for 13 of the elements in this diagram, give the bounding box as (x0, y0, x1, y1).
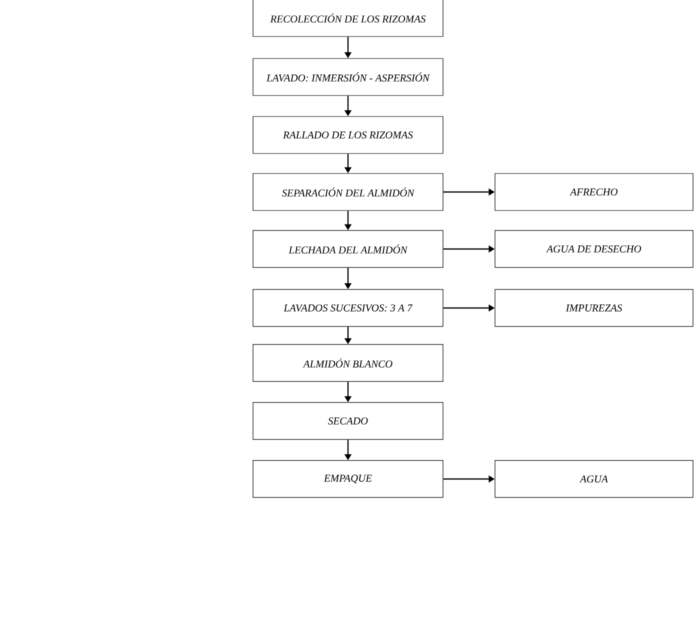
process-box: SEPARACIÓN DEL ALMIDÓN (252, 173, 444, 211)
output-box: IMPUREZAS (494, 289, 694, 327)
process-box: LAVADOS SUCESIVOS: 3 A 7 (252, 289, 444, 327)
output-box: AGUA (494, 460, 694, 498)
process-box: SECADO (252, 402, 444, 440)
output-box: AGUA DE DESECHO (494, 230, 694, 268)
output-box: AFRECHO (494, 173, 694, 211)
process-box: EMPAQUE (252, 460, 444, 498)
process-box: RECOLECCIÓN DE LOS RIZOMAS (252, 0, 444, 37)
process-box: ALMIDÓN BLANCO (252, 344, 444, 382)
process-box: LECHADA DEL ALMIDÓN (252, 230, 444, 268)
process-box: RALLADO DE LOS RIZOMAS (252, 116, 444, 154)
process-box: LAVADO: INMERSIÓN - ASPERSIÓN (252, 58, 444, 96)
